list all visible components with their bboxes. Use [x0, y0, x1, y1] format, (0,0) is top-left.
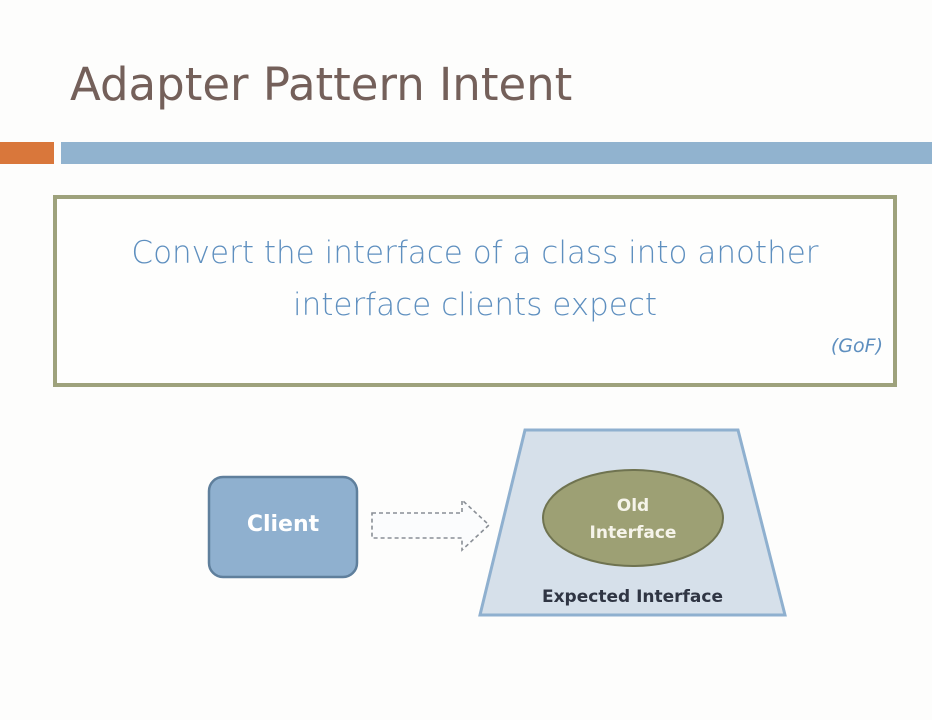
- dashed-arrow: [371, 498, 491, 552]
- expected-interface-label: Expected Interface: [541, 587, 724, 607]
- old-interface-label-line-1: Old: [616, 496, 650, 516]
- title-accent-bar-orange: [0, 142, 54, 164]
- intent-quote-text: Convert the interface of a class into an…: [57, 227, 893, 331]
- title-accent-bar-blue: [61, 142, 932, 164]
- intent-quote-box: Convert the interface of a class into an…: [53, 195, 897, 387]
- old-interface-ellipse: [542, 469, 724, 567]
- client-label: Client: [246, 512, 320, 537]
- quote-citation: (GoF): [830, 335, 883, 357]
- old-interface-label-line-2: Interface: [589, 523, 677, 543]
- old-interface-label: Old Interface: [543, 493, 723, 547]
- client-box: [207, 475, 359, 579]
- intent-quote-line-2: interface clients expect: [292, 287, 658, 323]
- slide-title: Adapter Pattern Intent: [70, 58, 573, 111]
- intent-quote-line-1: Convert the interface of a class into an…: [131, 235, 819, 271]
